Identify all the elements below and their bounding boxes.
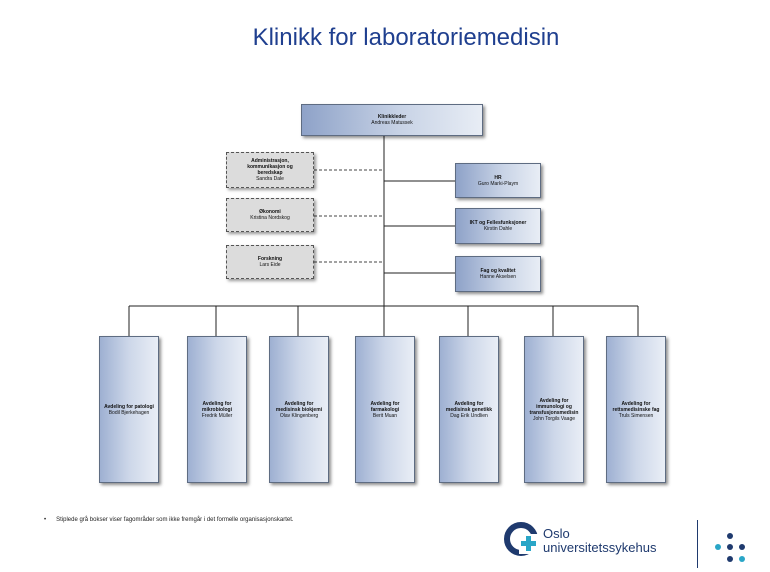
dept-medisinsk-biokjemi: Avdeling for medisinsk biokjemi Olav Kli… (269, 336, 329, 483)
box-fag-kvalitet: Fag og kvalitet Hanne Akselsen (455, 256, 541, 292)
dept-medisinsk-genetikk: Avdeling for medisinsk genetikk Dag Erik… (439, 336, 499, 483)
box-person: Hanne Akselsen (479, 274, 517, 280)
box-person: Guro Marki-Playm (477, 180, 519, 187)
dept-farmakologi: Avdeling for farmakologi Berit Muan (355, 336, 415, 483)
box-title: HR (494, 174, 502, 181)
footnote: • Stiplede grå bokser viser fagområder so… (44, 517, 294, 523)
dept-title: Avdeling for patologi (104, 403, 154, 410)
dept-title: Avdeling for medisinsk genetikk (445, 400, 493, 413)
dept-person: Dag Erik Undlien (450, 412, 488, 419)
dept-title: Avdeling for medisinsk biokjemi (275, 400, 323, 413)
dept-title: Avdeling for farmakologi (370, 400, 400, 413)
dept-title: Avdeling for rettsmedisinske fag (612, 400, 660, 413)
box-hr: HR Guro Marki-Playm (455, 163, 541, 198)
dept-person: Bodil Bjerkehagen (108, 409, 150, 416)
box-title: Økonomi (259, 209, 281, 215)
dept-person: Truls Simensen (618, 412, 654, 419)
box-person: Sandra Dale (256, 176, 284, 182)
box-forskning: Forskning Lars Eide (226, 245, 314, 279)
box-title: Klinikkleder (377, 114, 407, 120)
dept-title: Avdeling for immunologi og transfusjonsm… (529, 397, 579, 416)
dept-person: Berit Muan (372, 412, 398, 419)
box-title: IKT og Fellesfunksjoner (469, 220, 527, 226)
box-person: Kristina Nordskog (250, 215, 290, 221)
dept-person: John Torgils Vaage (532, 415, 576, 422)
box-title: Fag og kvalitet (480, 268, 516, 274)
page-title: Klinikk for laboratoriemedisin (252, 24, 560, 51)
box-okonomi: Økonomi Kristina Nordskog (226, 198, 314, 232)
box-person: Lars Eide (259, 262, 281, 268)
box-klinikkleder: Klinikkleder Andreas Matussek (301, 104, 483, 136)
box-person: Andreas Matussek (371, 120, 413, 126)
dept-person: Fredrik Müller (201, 412, 233, 419)
footnote-text: Stiplede grå bokser viser fagområder som… (56, 517, 294, 523)
box-title: Administrasjon, kommunikasjon og beredsk… (247, 158, 293, 176)
logo-line-2: universitetssykehus (543, 540, 657, 555)
dept-patologi: Avdeling for patologi Bodil Bjerkehagen (99, 336, 159, 483)
dept-title: Avdeling for mikrobiologi (202, 400, 232, 413)
bullet-icon: • (44, 517, 47, 523)
dept-rettsmedisin: Avdeling for rettsmedisinske fag Truls S… (606, 336, 666, 483)
box-administrasjon: Administrasjon, kommunikasjon og beredsk… (226, 152, 314, 188)
dept-person: Olav Klingenberg (279, 412, 319, 419)
dots-icon (715, 533, 745, 562)
dept-immunologi: Avdeling for immunologi og transfusjonsm… (524, 336, 584, 483)
box-ikt: IKT og Fellesfunksjoner Kirstin Dahle (455, 208, 541, 244)
logo-line-1: Oslo (543, 526, 570, 541)
logo-divider (697, 520, 698, 568)
logo-wordmark: Oslo universitetssykehus (543, 527, 656, 555)
dept-mikrobiologi: Avdeling for mikrobiologi Fredrik Müller (187, 336, 247, 483)
hospital-logo-icon (504, 522, 539, 556)
box-person: Kirstin Dahle (483, 226, 513, 232)
box-title: Forskning (257, 256, 283, 262)
